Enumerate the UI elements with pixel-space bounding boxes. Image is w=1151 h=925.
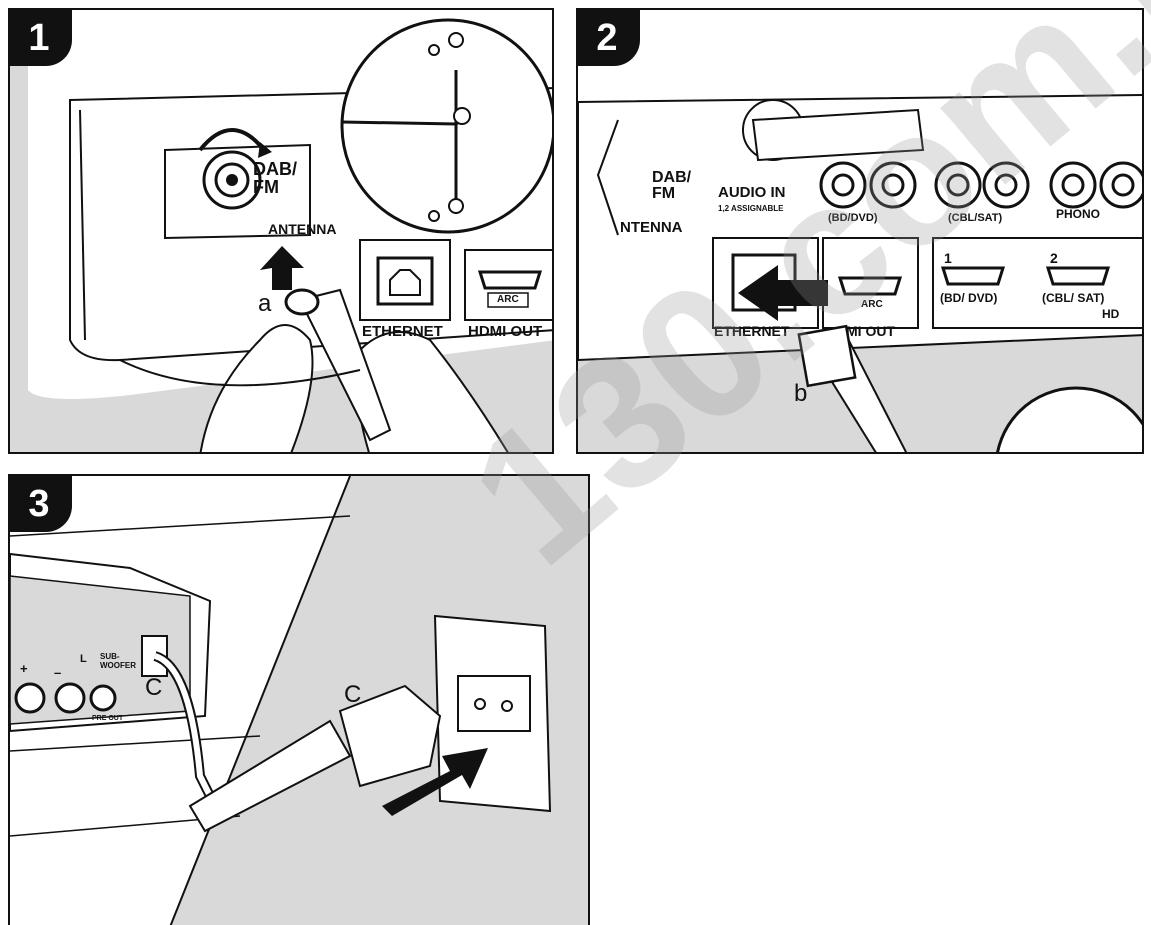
- hdmi-2-number: 2: [1050, 251, 1058, 265]
- callout-letter-b: b: [794, 382, 807, 406]
- bd-dvd-label: (BD/DVD): [828, 213, 878, 224]
- assignable-label: 1,2 ASSIGNABLE: [718, 205, 784, 213]
- antenna-label-dab: DAB/: [253, 160, 297, 178]
- subwoofer-label-line1: SUB-: [100, 653, 120, 661]
- antenna-label-dab: DAB/: [652, 170, 691, 186]
- ethernet-label: ETHERNET: [362, 324, 443, 339]
- antenna-label: NTENNA: [620, 220, 683, 235]
- callout-letter-c-device: C: [145, 676, 162, 700]
- step-number-badge: 3: [10, 476, 72, 532]
- l-label: L: [80, 654, 87, 665]
- pre-out-label: PRE OUT: [92, 715, 123, 722]
- arc-label: ARC: [861, 300, 883, 310]
- step-1-panel: 1 DAB/: [8, 8, 554, 454]
- hdmi-out-label: MI OUT: [846, 324, 895, 338]
- antenna-label-fm: FM: [652, 186, 675, 202]
- antenna-label-fm: FM: [253, 178, 279, 196]
- minus-label: –: [54, 666, 61, 679]
- callout-letter-a: a: [258, 292, 271, 316]
- plus-label: +: [20, 662, 28, 675]
- step-2-panel: 2 DAB/ FM N: [576, 8, 1144, 454]
- callout-letter-c-plug: C: [344, 683, 361, 707]
- hdmi-1-label: (BD/ DVD): [940, 292, 997, 304]
- audio-in-label: AUDIO IN: [718, 185, 786, 200]
- hdmi-1-number: 1: [944, 251, 952, 265]
- arc-label: ARC: [497, 295, 519, 305]
- phono-label: PHONO: [1056, 208, 1100, 220]
- hdmi-in-label: HD: [1102, 308, 1119, 320]
- subwoofer-label-line2: WOOFER: [100, 662, 136, 670]
- power-connection-illustration: [10, 476, 590, 925]
- step-number-badge: 2: [578, 10, 640, 66]
- antenna-label: ANTENNA: [268, 222, 336, 236]
- hdmi-2-label: (CBL/ SAT): [1042, 292, 1104, 304]
- cbl-sat-label: (CBL/SAT): [948, 213, 1002, 224]
- hdmi-out-label: HDMI OUT: [468, 324, 542, 339]
- ethernet-label: ETHERNET: [714, 324, 789, 338]
- step-number-badge: 1: [10, 10, 72, 66]
- step-3-panel: 3 SUB- WOOFER PRE OUT + – L C C: [8, 474, 590, 925]
